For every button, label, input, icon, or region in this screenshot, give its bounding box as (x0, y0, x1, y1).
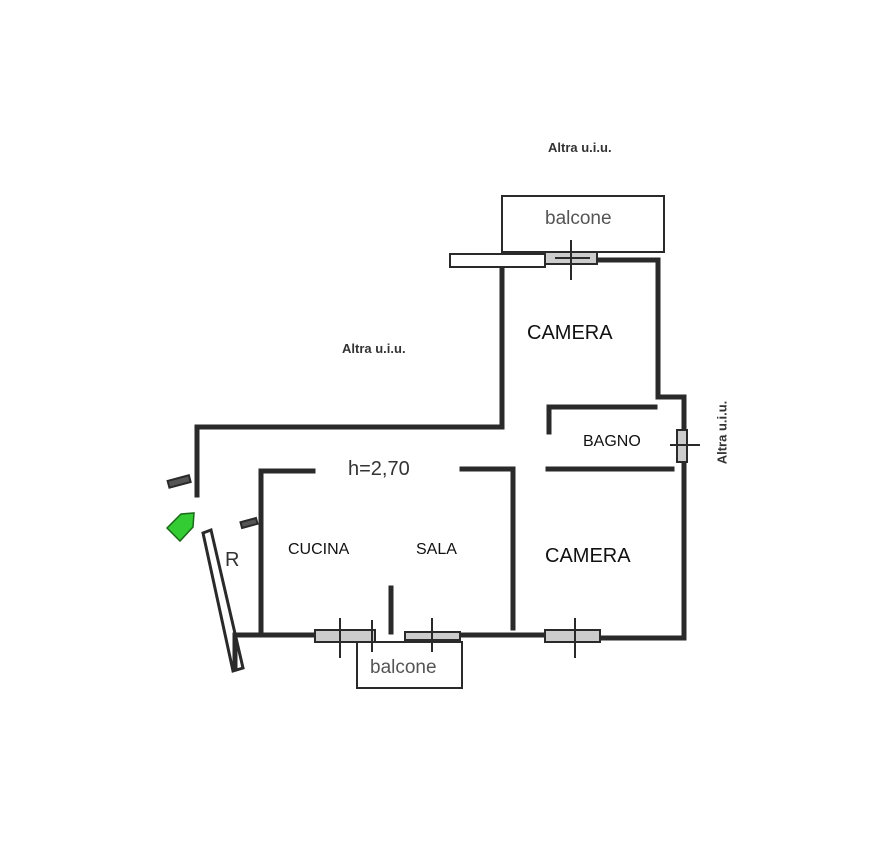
label-balcony-top: balcone (545, 208, 612, 229)
top-wall-block (449, 253, 546, 268)
label-bathroom: BAGNO (583, 433, 641, 450)
label-bedroom-top: CAMERA (527, 322, 613, 344)
window-cross-marks (339, 240, 700, 658)
label-ceiling-height: h=2,70 (348, 458, 410, 480)
door-stub-2 (239, 516, 259, 530)
outer-wall-bottom-left (232, 632, 318, 671)
entrance-arrow-icon (165, 512, 195, 543)
label-kitchen: CUCINA (288, 541, 350, 558)
label-bedroom-bottom: CAMERA (545, 545, 631, 567)
balcony-bottom (356, 641, 463, 689)
window-kitchen (314, 629, 376, 643)
label-r-mark: R (225, 549, 240, 571)
living-wall (459, 466, 516, 631)
walls (194, 257, 687, 671)
wall-details (166, 195, 688, 689)
outer-wall-right (594, 257, 687, 641)
label-other-unit-top: Altra u.i.u. (548, 140, 612, 155)
door-stub (166, 474, 192, 489)
label-balcony-bottom: balcone (370, 657, 437, 678)
window-bedroom (544, 629, 601, 643)
outer-wall (194, 259, 505, 498)
balcony-top (501, 195, 665, 253)
label-other-unit-right: Altra u.i.u. (714, 400, 730, 465)
bath-top-wall (546, 404, 658, 435)
label-other-unit-left: Altra u.i.u. (342, 341, 406, 356)
label-living: SALA (416, 541, 457, 558)
exterior-ramp-wall (201, 527, 245, 673)
kitchen-wall (258, 468, 316, 633)
